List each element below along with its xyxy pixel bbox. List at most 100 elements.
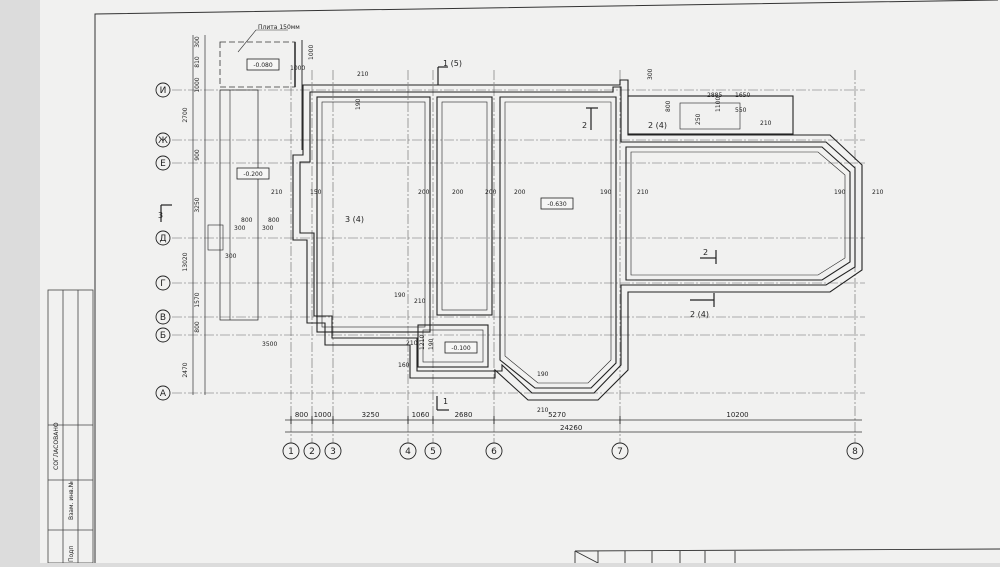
inner-dim: 300 xyxy=(234,225,246,232)
inner-dim: 210 xyxy=(872,189,884,196)
inner-dim: 3500 xyxy=(262,341,277,348)
row-axis-4: Д xyxy=(155,230,171,246)
bottom-dim: 1000 xyxy=(314,411,332,419)
inner-dim: 200 xyxy=(418,189,430,196)
row-axis-1: И xyxy=(155,82,171,98)
col-axis-1: 1 xyxy=(282,442,300,460)
left-dim: 300 xyxy=(194,36,201,48)
inner-dim: 1000 xyxy=(290,65,305,72)
col-axis-label: 5 xyxy=(430,447,436,457)
inner-dim: 800 xyxy=(241,217,253,224)
inner-dim: 300 xyxy=(225,253,237,260)
inner-dim: 250 xyxy=(695,113,702,125)
left-dim: 800 xyxy=(194,321,201,333)
inner-dim: 1100 xyxy=(715,97,722,112)
level-tags: -0.080-0.200-0.630-0.100 xyxy=(236,58,574,354)
wall-label-2-mid: 2 xyxy=(703,248,708,257)
col-axis-label: 3 xyxy=(330,447,336,457)
row-axis-7: Б xyxy=(155,327,171,343)
section-cuts xyxy=(160,66,717,411)
inner-dim: 300 xyxy=(262,225,274,232)
inner-dim: 200 xyxy=(514,189,526,196)
inner-dim: 200 xyxy=(452,189,464,196)
row-axis-label: Е xyxy=(160,159,166,169)
inner-dim: 190 xyxy=(428,338,435,350)
inner-dimensions: 210 190 200 200 200 200 190 210 190 210 150 210 1000… xyxy=(225,45,884,414)
wall-label-3-4: 3 (4) xyxy=(345,215,364,224)
left-dim: 13020 xyxy=(182,252,189,271)
inner-dim: 190 xyxy=(600,189,612,196)
col-axis-label: 4 xyxy=(405,447,411,457)
top-left-slab xyxy=(219,40,303,150)
col-axis-label: 8 xyxy=(852,447,858,457)
inner-dim: 200 xyxy=(485,189,497,196)
row-axis-3: Е xyxy=(155,155,171,171)
col-axis-label: 1 xyxy=(288,447,294,457)
inner-dim: 210 xyxy=(271,189,283,196)
bottom-dim: 3250 xyxy=(362,411,380,419)
level-value: -0.630 xyxy=(547,201,567,208)
inner-dim: 210 xyxy=(406,340,418,347)
inner-dim: 210 xyxy=(537,407,549,414)
left-dim: 810 xyxy=(194,56,201,68)
inner-dim: 160 xyxy=(398,362,410,369)
paper xyxy=(40,0,1000,563)
row-axis-5: Г xyxy=(155,275,171,291)
left-dim: 1000 xyxy=(194,77,201,92)
bottom-dim: 5270 xyxy=(548,411,566,419)
left-dim: 3250 xyxy=(194,197,201,212)
wall-label-2-4-top: 2 (4) xyxy=(648,121,667,130)
level-tag-main: -0.630 xyxy=(540,197,574,210)
row-axis-6: В xyxy=(155,309,171,325)
row-axis-label: В xyxy=(160,313,166,323)
inner-dim: 190 xyxy=(355,98,362,110)
inner-dim: 800 xyxy=(268,217,280,224)
col-axis-5: 5 xyxy=(424,442,442,460)
level-value: -0.100 xyxy=(451,345,471,352)
inner-dim: 150 xyxy=(310,189,322,196)
col-axis-7: 7 xyxy=(611,442,629,460)
row-axis-8: А xyxy=(155,385,171,401)
level-tag-bottom_box: -0.100 xyxy=(444,341,478,354)
total-dimension: 24260 xyxy=(560,424,582,432)
section-mark-left: 3 xyxy=(158,211,163,220)
sign-label: Подп xyxy=(68,546,75,562)
left-dim: 1570 xyxy=(194,292,201,307)
left-dimension-chain xyxy=(192,35,206,395)
level-tag-top_box: -0.080 xyxy=(246,58,280,71)
bottom-dim: 2680 xyxy=(455,411,473,419)
walls xyxy=(207,79,863,401)
title-block xyxy=(574,548,1000,564)
inner-dim: 190 xyxy=(834,189,846,196)
inv-label: Взам. инв.№ xyxy=(68,481,75,520)
inner-dim: 210 xyxy=(760,120,772,127)
col-axis-6: 6 xyxy=(485,442,503,460)
inner-dim: 800 xyxy=(665,100,672,112)
inner-dim: 2885 xyxy=(707,92,722,99)
inner-dim: 210 xyxy=(637,189,649,196)
col-axis-2: 2 xyxy=(303,442,321,460)
inner-dim: 1650 xyxy=(735,92,750,99)
left-dim: 2700 xyxy=(182,107,189,122)
col-axis-label: 2 xyxy=(309,447,315,457)
bottom-dimension-chain xyxy=(285,419,862,433)
bottom-dim: 10200 xyxy=(726,411,748,419)
left-dim: 2470 xyxy=(182,362,189,377)
row-axis-label: Г xyxy=(160,279,166,289)
row-axis-markers: И Ж Е Д Г ВБ А xyxy=(155,82,171,401)
inner-dim: 190 xyxy=(394,292,406,299)
inner-dim: 190 xyxy=(537,371,549,378)
inner-dim: 210 xyxy=(414,298,426,305)
grid-lines xyxy=(172,70,865,443)
inner-dim: 1000 xyxy=(308,45,315,60)
col-axis-8: 8 xyxy=(846,442,864,460)
bottom-dim: 800 xyxy=(295,411,308,419)
row-axis-label: И xyxy=(160,86,167,96)
col-axis-label: 7 xyxy=(617,447,623,457)
row-axis-label: Ж xyxy=(158,136,168,146)
inner-dim: 550 xyxy=(735,107,747,114)
col-axis-label: 6 xyxy=(491,447,497,457)
